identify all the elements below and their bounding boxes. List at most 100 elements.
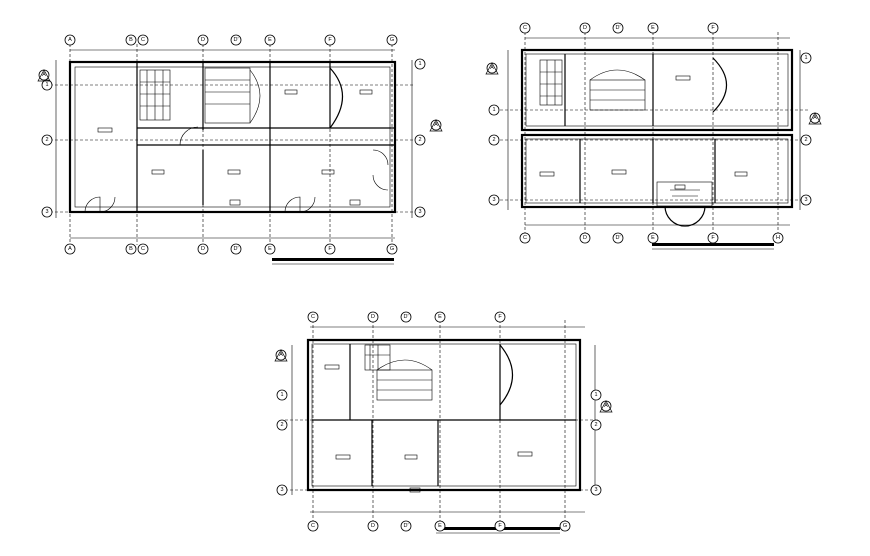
grid-bubble: D — [579, 232, 591, 244]
svg-text:D: D — [583, 235, 587, 241]
grid-bubble: E — [264, 34, 276, 46]
svg-text:F: F — [328, 37, 332, 43]
grid-bubble: 2 — [488, 134, 500, 146]
grid-bubble: C — [519, 232, 531, 244]
svg-text:D': D' — [233, 37, 238, 43]
svg-text:2: 2 — [280, 422, 283, 428]
svg-text:A: A — [68, 246, 72, 252]
grid-bubble: 3 — [488, 194, 500, 206]
svg-text:D': D' — [403, 523, 408, 529]
grid-bubble: C — [307, 311, 319, 323]
grid-bubble: A — [64, 243, 76, 255]
svg-text:A: A — [434, 122, 438, 128]
grid-bubble: D' — [612, 232, 624, 244]
svg-text:B: B — [129, 246, 133, 252]
grid-bubble: 2 — [414, 134, 426, 146]
grid-bubble: D' — [230, 34, 242, 46]
grid-bubble: F — [324, 243, 336, 255]
grid-bubble: G — [386, 34, 398, 46]
grid-bubble: E — [647, 22, 659, 34]
section-marker-icon: A — [429, 119, 443, 132]
grid-bubble: F — [707, 22, 719, 34]
svg-text:3: 3 — [418, 209, 421, 215]
svg-text:A: A — [490, 65, 494, 71]
svg-text:D': D' — [615, 235, 620, 241]
grid-bubble: 1 — [800, 52, 812, 64]
grid-bubbles-right: C D D' E F C D D' E F H 1 2 3 1 2 3 A A — [485, 22, 822, 244]
svg-text:G: G — [390, 246, 394, 252]
grid-bubble: D' — [230, 243, 242, 255]
grid-bubble: 1 — [488, 104, 500, 116]
svg-text:3: 3 — [492, 197, 495, 203]
svg-text:A: A — [42, 72, 46, 78]
grid-bubble: D — [367, 520, 379, 532]
svg-text:A: A — [68, 37, 72, 43]
floor-plan-right — [490, 32, 810, 250]
svg-text:A: A — [813, 115, 817, 121]
grid-bubble: D — [197, 243, 209, 255]
grid-bubble: E — [647, 232, 659, 244]
grid-bubble: D' — [612, 22, 624, 34]
grid-bubble: 3 — [41, 206, 53, 218]
grid-bubble: F — [707, 232, 719, 244]
svg-text:C: C — [141, 37, 145, 43]
svg-text:F: F — [498, 523, 502, 529]
grid-bubble: G — [386, 243, 398, 255]
grid-bubble: 2 — [41, 134, 53, 146]
grid-bubble: 2 — [800, 134, 812, 146]
svg-text:1: 1 — [280, 392, 283, 398]
grid-bubble: B — [125, 34, 137, 46]
svg-text:B: B — [129, 37, 133, 43]
grid-bubble: 3 — [590, 484, 602, 496]
grid-bubble: 1 — [41, 79, 53, 91]
svg-text:G: G — [390, 37, 394, 43]
svg-text:2: 2 — [45, 137, 48, 143]
svg-text:C: C — [141, 246, 145, 252]
svg-text:2: 2 — [418, 137, 421, 143]
grid-bubble: D — [579, 22, 591, 34]
grid-bubble: D — [197, 34, 209, 46]
grid-bubble: F — [324, 34, 336, 46]
grid-bubble: D' — [400, 520, 412, 532]
svg-text:3: 3 — [280, 487, 283, 493]
svg-text:1: 1 — [45, 82, 48, 88]
svg-text:3: 3 — [594, 487, 597, 493]
svg-text:E: E — [268, 37, 272, 43]
grid-bubble: C — [137, 34, 149, 46]
grid-bubble: A — [64, 34, 76, 46]
svg-text:2: 2 — [594, 422, 597, 428]
section-marker-icon: A — [37, 69, 51, 82]
svg-text:A: A — [279, 352, 283, 358]
grid-bubble: C — [307, 520, 319, 532]
svg-text:D': D' — [403, 314, 408, 320]
grid-bubble: 1 — [414, 58, 426, 70]
section-marker-icon: A — [808, 112, 822, 125]
grid-bubbles-bottom: C D D' E F C D D' E F G 1 2 3 1 2 3 A A — [274, 311, 613, 532]
svg-text:F: F — [328, 246, 332, 252]
floor-plan-bottom — [285, 320, 600, 534]
svg-text:F: F — [711, 235, 715, 241]
grid-bubble: C — [519, 22, 531, 34]
svg-text:3: 3 — [45, 209, 48, 215]
svg-text:D: D — [371, 314, 375, 320]
svg-text:1: 1 — [594, 392, 597, 398]
grid-bubble: 3 — [414, 206, 426, 218]
svg-text:C: C — [311, 523, 315, 529]
svg-text:C: C — [523, 25, 527, 31]
grid-bubble: G — [559, 520, 571, 532]
svg-text:D: D — [371, 523, 375, 529]
section-marker-icon: A — [485, 62, 499, 75]
section-marker-icon: A — [599, 400, 613, 413]
svg-text:E: E — [438, 523, 442, 529]
svg-text:2: 2 — [804, 137, 807, 143]
section-marker-icon: A — [274, 349, 288, 362]
svg-text:E: E — [438, 314, 442, 320]
svg-text:G: G — [563, 523, 567, 529]
svg-text:D: D — [201, 246, 205, 252]
svg-text:H: H — [776, 235, 780, 241]
grid-bubble: 3 — [276, 484, 288, 496]
grid-bubble: F — [494, 311, 506, 323]
svg-text:1: 1 — [492, 107, 495, 113]
grid-bubble: 1 — [276, 389, 288, 401]
